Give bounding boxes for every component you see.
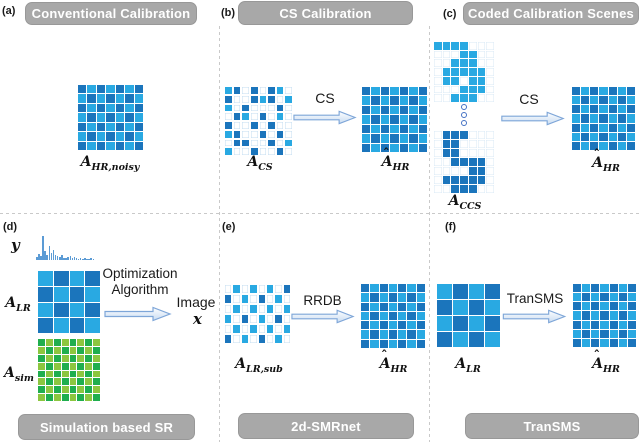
matrix-a-sim bbox=[38, 339, 100, 401]
label-y: y bbox=[11, 236, 20, 254]
math-sub: sim bbox=[14, 372, 34, 384]
label-a-cs: ACS bbox=[230, 155, 290, 172]
matrix-a-cs bbox=[225, 87, 292, 155]
panel-a-tag: (a) bbox=[2, 5, 16, 17]
math-sub: HR bbox=[390, 363, 408, 375]
math-base: A bbox=[235, 357, 246, 371]
math-base: A bbox=[5, 296, 16, 310]
label-a-lr-f: ALR bbox=[450, 357, 486, 374]
arrow-label-cs-c: CS bbox=[519, 91, 539, 107]
arrow-label-transms: TranSMS bbox=[506, 291, 564, 306]
block-arrow-c bbox=[501, 111, 565, 126]
math-base: A bbox=[455, 357, 466, 371]
panel-e-tag: (e) bbox=[222, 221, 236, 233]
math-letter: A bbox=[448, 193, 460, 209]
arrow-label-optimization: Optimization bbox=[102, 266, 178, 281]
label-a-hr-noisy: AHR,noisy bbox=[66, 155, 154, 172]
hat-glyph: ˆ bbox=[383, 146, 390, 162]
math-letter: A bbox=[247, 154, 259, 170]
panel-f-tag: (f) bbox=[445, 221, 456, 233]
math-letter: A bbox=[4, 365, 15, 381]
math-sub: CS bbox=[258, 161, 273, 173]
label-a-ccs: ACCS bbox=[436, 194, 494, 211]
math-letter: A bbox=[381, 154, 393, 170]
ellipsis-dot bbox=[461, 112, 467, 118]
panel-d-tag: (d) bbox=[3, 221, 18, 233]
math-base: A bbox=[4, 366, 15, 380]
matrix-hr-hat-e bbox=[361, 284, 425, 348]
math-sub: LR,sub bbox=[246, 363, 283, 375]
matrix-a-lr-sub bbox=[225, 285, 290, 343]
math-base: A bbox=[247, 155, 258, 169]
ellipsis-dot bbox=[461, 120, 467, 126]
label-a-lr-d: ALR bbox=[0, 296, 36, 313]
matrix-ccs-top bbox=[434, 42, 494, 102]
label-image: Image bbox=[176, 294, 216, 310]
math-letter: A bbox=[379, 356, 391, 372]
panel-f-title-pill: TranSMS bbox=[465, 413, 639, 439]
signal-plot-y bbox=[36, 232, 100, 260]
hat-glyph: ˆ bbox=[593, 348, 600, 364]
hat-glyph: ˆ bbox=[593, 147, 600, 163]
label-a-sim: Asim bbox=[0, 366, 38, 383]
matrix-hr-hat-c bbox=[572, 87, 635, 150]
panel-a-title: Conventional Calibration bbox=[31, 6, 191, 21]
panel-b-title-pill: CS Calibration bbox=[238, 1, 413, 25]
math-letter: A bbox=[235, 356, 247, 372]
math-letter: A bbox=[592, 155, 603, 171]
block-arrow-f bbox=[502, 309, 567, 324]
math-sub: CCS bbox=[459, 200, 482, 212]
panel-d-title-pill: Simulation based SR bbox=[18, 414, 195, 440]
panel-c-title-pill: Coded Calibration Scenes bbox=[463, 2, 639, 25]
math-sub: LR bbox=[16, 302, 31, 314]
panel-f-title: TranSMS bbox=[523, 418, 581, 434]
hat-glyph: ˆ bbox=[381, 348, 388, 364]
block-arrow-d bbox=[104, 306, 172, 322]
math-letter: A bbox=[80, 154, 92, 170]
math-letter: A bbox=[592, 356, 603, 372]
ellipsis-dot bbox=[461, 104, 467, 110]
panel-b-title: CS Calibration bbox=[279, 5, 372, 21]
math-base: A bbox=[449, 194, 460, 208]
divider-horizontal bbox=[0, 213, 640, 214]
math-sub: LR bbox=[466, 363, 481, 375]
math-base: A bbox=[81, 155, 92, 169]
block-arrow-e bbox=[291, 309, 355, 324]
math-letter: A bbox=[5, 295, 17, 311]
arrow-label-cs-b: CS bbox=[315, 90, 335, 106]
matrix-a-lr-d bbox=[38, 271, 100, 333]
panel-e-title-pill: 2d-SMRnet bbox=[238, 413, 414, 439]
panel-e-title: 2d-SMRnet bbox=[291, 418, 361, 434]
panel-c-tag: (c) bbox=[443, 8, 457, 20]
matrix-ccs-bottom bbox=[434, 131, 494, 193]
matrix-hr-hat-f bbox=[573, 284, 636, 347]
panel-c-title: Coded Calibration Scenes bbox=[468, 6, 634, 21]
arrow-label-rrdb: RRDB bbox=[303, 293, 342, 308]
math-sub: HR bbox=[603, 162, 620, 174]
matrix-hr-hat-b bbox=[362, 87, 427, 152]
panel-d-title: Simulation based SR bbox=[39, 419, 174, 435]
math-sub: HR,noisy bbox=[91, 161, 140, 173]
block-arrow-b bbox=[293, 110, 357, 125]
label-a-lr-sub: ALR,sub bbox=[224, 357, 294, 374]
divider-vertical-right bbox=[429, 26, 430, 442]
matrix-hr-noisy bbox=[78, 85, 143, 150]
label-x: x bbox=[193, 310, 202, 328]
arrow-label-algorithm: Algorithm bbox=[111, 282, 169, 297]
divider-vertical-left bbox=[219, 26, 220, 442]
panel-a-title-pill: Conventional Calibration bbox=[25, 2, 197, 25]
math-letter: A bbox=[455, 356, 467, 372]
panel-b-tag: (b) bbox=[221, 7, 236, 19]
math-sub: HR bbox=[603, 363, 620, 375]
math-sub: HR bbox=[392, 161, 410, 173]
matrix-a-lr-f bbox=[437, 284, 500, 347]
